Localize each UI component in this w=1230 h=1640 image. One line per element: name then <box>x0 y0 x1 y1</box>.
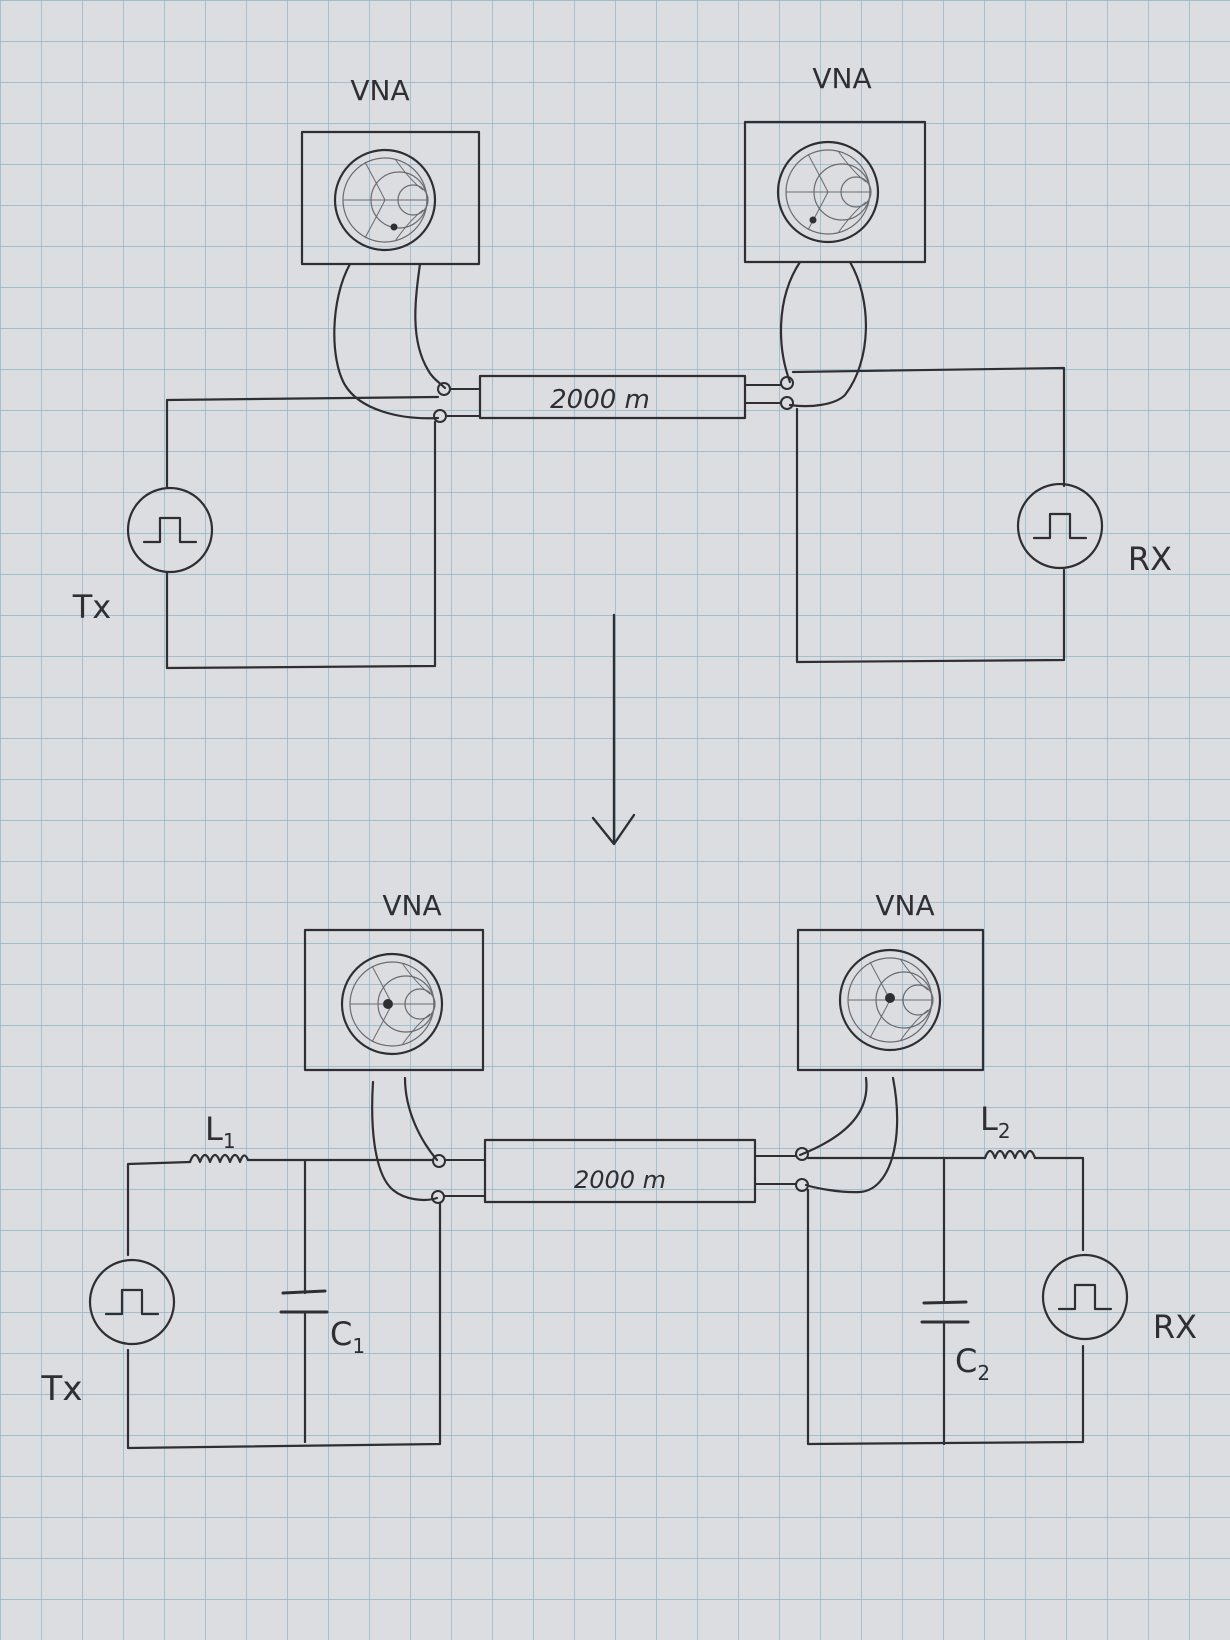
bottom-inductor-left-icon <box>188 1153 250 1164</box>
transition-arrow-icon <box>591 613 636 846</box>
bottom-vna-right-cable-2 <box>804 1076 899 1194</box>
top-vna-right-cable-2 <box>788 260 868 408</box>
bottom-wire-right-to-rx <box>1033 1156 1085 1252</box>
top-vna-left-cable-2 <box>414 262 447 390</box>
top-vna-left-marker <box>390 223 398 231</box>
bottom-capacitor-right-icon <box>920 1300 970 1324</box>
bottom-tx-label: Tx <box>41 1369 83 1409</box>
bottom-inductor-right-icon <box>983 1149 1037 1160</box>
top-circuit: VNA VNA 2000 m Tx RX <box>72 62 1172 670</box>
top-cable-box <box>478 374 747 420</box>
top-wire-right-return <box>795 407 1066 664</box>
bottom-vna-right-cable-1 <box>798 1076 868 1157</box>
bottom-vna-right-box <box>796 928 985 1072</box>
bottom-inductor-left-label: L1 <box>205 1110 236 1153</box>
top-vna-right-marker <box>809 216 817 224</box>
top-rx-label: RX <box>1128 540 1172 578</box>
bottom-vna-left-cable-2 <box>403 1076 439 1162</box>
bottom-cable-leads <box>443 1155 797 1197</box>
top-wire-left-top <box>165 395 440 490</box>
bottom-wire-left-return <box>126 1201 442 1450</box>
top-vna-left-label: VNA <box>350 74 409 107</box>
top-vna-left-box <box>300 130 481 266</box>
bottom-cable-box <box>483 1138 757 1204</box>
bottom-wire-left-to-tx <box>126 1160 192 1257</box>
bottom-vna-left-marker <box>383 999 393 1009</box>
top-vna-right-label: VNA <box>812 62 871 95</box>
bottom-capacitor-left-label: C1 <box>330 1315 365 1358</box>
bottom-terminal-right-a <box>795 1147 809 1161</box>
top-cable-leads <box>445 384 782 417</box>
bottom-inductor-right-label: L2 <box>980 1100 1011 1143</box>
top-wire-left-return <box>165 420 437 670</box>
bottom-vna-right-marker <box>885 993 895 1003</box>
bottom-capacitor-left-icon <box>279 1289 329 1314</box>
bottom-vna-left-cable-1 <box>371 1080 439 1201</box>
top-terminal-right-a <box>780 376 794 390</box>
bottom-capacitor-right-label: C2 <box>955 1342 990 1385</box>
top-wire-right-top <box>791 366 1066 488</box>
bottom-vna-left-box <box>303 928 485 1072</box>
top-vna-right-box <box>743 120 927 264</box>
bottom-rx-label: RX <box>1153 1308 1197 1346</box>
bottom-wire-right-return <box>806 1188 1085 1446</box>
bottom-vna-left-label: VNA <box>382 889 441 922</box>
bottom-circuit: VNA VNA 2000 m L1 C1 <box>41 889 1197 1450</box>
top-vna-right-cable-1 <box>779 260 802 384</box>
bottom-vna-right-label: VNA <box>875 889 934 922</box>
top-tx-label: Tx <box>72 588 111 626</box>
bottom-cable-label: 2000 m <box>574 1166 666 1194</box>
top-vna-left-cable-1 <box>333 262 440 420</box>
top-cable-label: 2000 m <box>550 385 650 415</box>
